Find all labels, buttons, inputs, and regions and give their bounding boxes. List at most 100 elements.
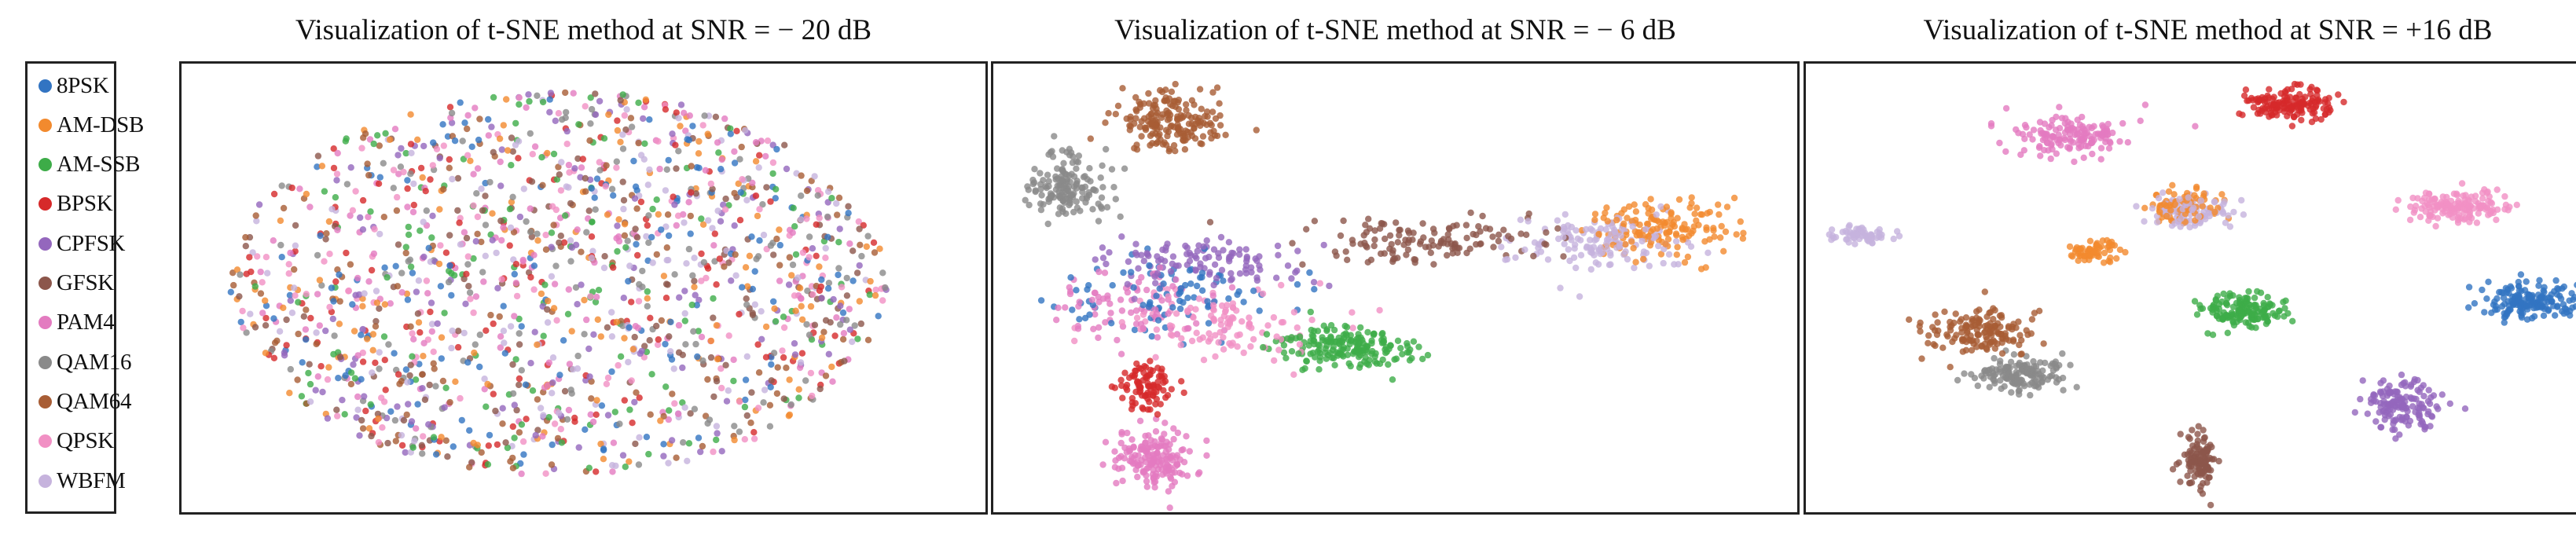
point-pam4 — [2049, 133, 2057, 140]
point-qpsk — [420, 433, 427, 440]
point-qam16 — [706, 416, 714, 423]
point-pam4 — [2097, 134, 2104, 141]
point-qam64 — [721, 263, 728, 270]
point-am-dsb — [776, 226, 783, 233]
point-gfsk — [322, 236, 329, 243]
point-gfsk — [1396, 226, 1403, 234]
point-bpsk — [456, 219, 463, 226]
point-qam64 — [1958, 335, 1966, 343]
point-bpsk — [2239, 112, 2246, 119]
point-am-ssb — [2270, 310, 2277, 317]
point-pam4 — [640, 104, 648, 111]
point-am-ssb — [688, 301, 695, 309]
point-qpsk — [2428, 196, 2435, 203]
point-am-dsb — [2171, 191, 2178, 198]
point-qam64 — [478, 238, 485, 246]
point-qpsk — [1246, 323, 1253, 330]
point-qpsk — [2493, 206, 2501, 213]
point-qam16 — [639, 267, 646, 275]
point-qam64 — [774, 364, 781, 371]
point-am-dsb — [2076, 252, 2083, 260]
point-pam4 — [1152, 428, 1160, 435]
point-am-dsb — [1657, 251, 1665, 258]
point-cpfsk — [287, 297, 294, 304]
point-gfsk — [384, 439, 391, 447]
point-qam16 — [835, 265, 842, 272]
point-pam4 — [1132, 321, 1140, 328]
point-pam4 — [1117, 439, 1125, 447]
point-bpsk — [2255, 106, 2262, 114]
point-8psk — [588, 185, 595, 192]
point-wbfm — [1640, 248, 1648, 255]
point-pam4 — [1174, 429, 1182, 437]
point-gfsk — [1489, 233, 1496, 240]
point-pam4 — [1111, 448, 1118, 455]
point-cpfsk — [356, 432, 363, 439]
point-8psk — [742, 376, 750, 383]
point-qam64 — [280, 204, 288, 212]
point-qam16 — [1077, 207, 1084, 214]
point-8psk — [1198, 287, 1206, 294]
point-wbfm — [2177, 223, 2184, 230]
point-8psk — [739, 284, 746, 291]
point-bpsk — [2308, 119, 2316, 126]
point-wbfm — [1687, 243, 1695, 250]
point-qam64 — [1969, 322, 1977, 330]
point-wbfm — [457, 241, 464, 248]
point-pam4 — [2071, 158, 2078, 166]
point-am-dsb — [318, 163, 326, 170]
point-pam4 — [2100, 123, 2107, 131]
point-qpsk — [1222, 306, 1229, 314]
point-am-dsb — [660, 273, 668, 280]
point-am-ssb — [1360, 344, 1367, 351]
point-bpsk — [756, 152, 763, 159]
point-cpfsk — [2417, 384, 2425, 391]
point-bpsk — [427, 176, 434, 183]
point-gfsk — [463, 234, 471, 242]
point-am-ssb — [1356, 364, 1363, 372]
point-am-dsb — [615, 216, 622, 223]
point-cpfsk — [361, 393, 368, 400]
point-am-dsb — [1673, 232, 1680, 239]
point-qam16 — [243, 329, 250, 336]
point-cpfsk — [1257, 266, 1264, 273]
point-pam4 — [2053, 113, 2060, 120]
point-qpsk — [1178, 335, 1185, 342]
point-wbfm — [2230, 208, 2237, 216]
point-qam64 — [627, 115, 635, 122]
point-wbfm — [1849, 231, 1857, 239]
point-qam16 — [2007, 358, 2015, 365]
point-wbfm — [794, 274, 802, 281]
point-qpsk — [2394, 196, 2402, 204]
point-am-ssb — [2204, 330, 2211, 337]
point-bpsk — [1154, 411, 1161, 418]
point-qam16 — [1066, 145, 1073, 152]
point-qam16 — [1037, 185, 1044, 193]
point-qpsk — [1275, 346, 1282, 354]
point-gfsk — [406, 372, 413, 379]
point-am-dsb — [500, 122, 507, 129]
point-am-dsb — [1703, 224, 1710, 231]
point-qpsk — [1249, 335, 1257, 343]
point-qpsk — [780, 324, 788, 332]
point-qpsk — [262, 254, 270, 261]
point-am-dsb — [692, 185, 699, 192]
point-wbfm — [1612, 229, 1619, 236]
point-cpfsk — [2370, 391, 2377, 398]
point-qam16 — [1117, 213, 1124, 220]
point-pam4 — [2055, 139, 2062, 147]
point-am-ssb — [306, 380, 314, 388]
point-8psk — [2508, 284, 2515, 291]
point-qpsk — [423, 277, 431, 284]
point-qpsk — [2450, 190, 2458, 197]
point-8psk — [1220, 277, 1227, 284]
point-am-dsb — [415, 319, 423, 326]
point-8psk — [2540, 312, 2548, 319]
point-cpfsk — [723, 398, 731, 405]
point-cpfsk — [359, 226, 367, 233]
point-qam16 — [2059, 374, 2067, 382]
point-qam64 — [359, 425, 367, 432]
point-gfsk — [646, 337, 653, 344]
point-pam4 — [523, 104, 530, 112]
point-pam4 — [789, 229, 796, 236]
